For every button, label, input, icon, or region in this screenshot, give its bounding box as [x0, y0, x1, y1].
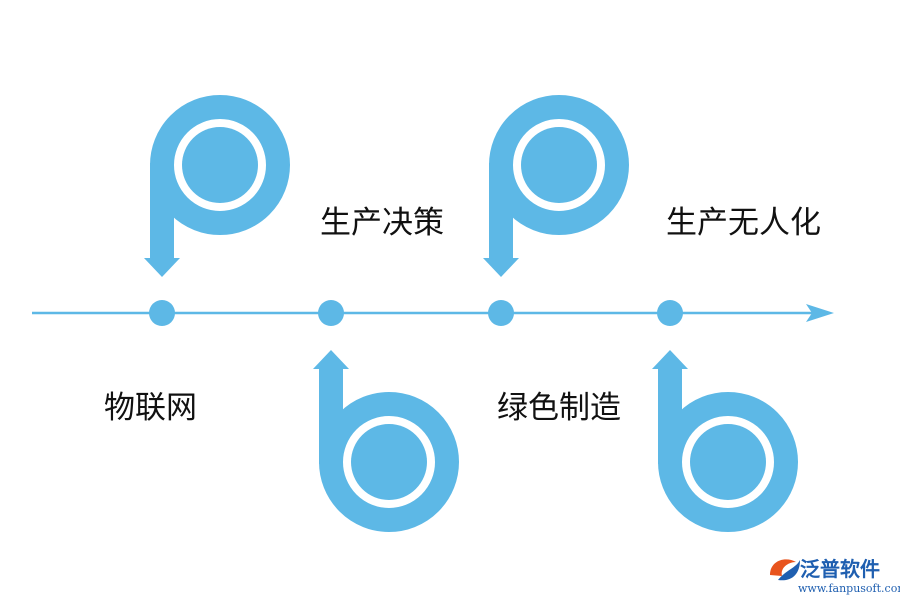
fanpu-logo-icon — [770, 559, 800, 581]
brand-name: 泛普软件 — [800, 557, 880, 581]
stage-label-4: 生产无人化 — [666, 205, 821, 241]
timeline-node-2 — [318, 300, 344, 326]
timeline-node-1 — [149, 300, 175, 326]
timeline-node-3 — [488, 300, 514, 326]
brand-url: www.fanpusoft.com — [798, 582, 900, 595]
b-arrow-up-icon — [313, 350, 459, 532]
stage-label-2: 生产决策 — [320, 205, 444, 241]
stage-2: 生产决策 — [313, 205, 459, 532]
stage-label-1: 物联网 — [104, 390, 197, 426]
stage-3: 绿色制造 — [483, 95, 629, 426]
stage-4: 生产无人化 — [652, 205, 821, 532]
stage-label-3: 绿色制造 — [497, 390, 621, 426]
b-arrow-up-icon — [652, 350, 798, 532]
timeline-node-4 — [657, 300, 683, 326]
timeline-arrowhead-icon — [806, 304, 834, 322]
p-arrow-down-icon — [144, 95, 290, 277]
stage-1: 物联网 — [104, 95, 290, 426]
brand-watermark: 泛普软件 www.fanpusoft.com — [770, 557, 900, 595]
p-arrow-down-icon — [483, 95, 629, 277]
